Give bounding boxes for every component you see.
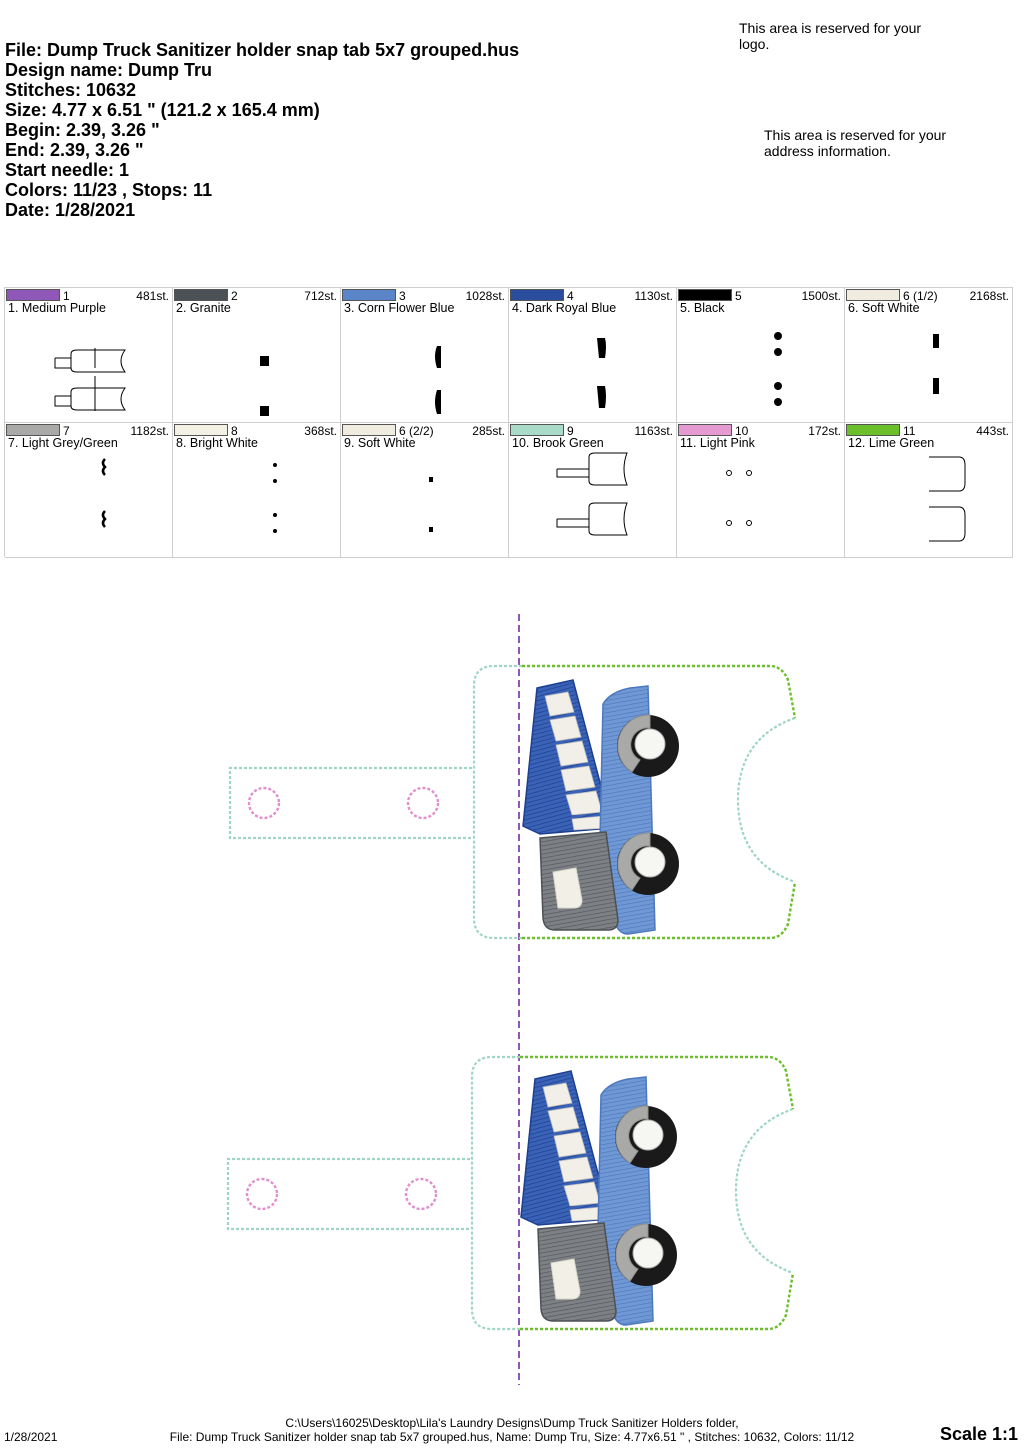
stitch-count: 1182st. [130,424,169,438]
needle-number: 6 (1/2) [903,289,938,303]
color-thumbnail [726,470,752,526]
color-cell: 2 712st. 2. Granite [173,288,341,423]
color-cell: 1 481st. 1. Medium Purple [5,288,173,423]
color-name: 10. Brook Green [512,436,604,450]
color-swatch [678,289,732,301]
color-sequence-grid: 1 481st. 1. Medium Purple 2 712st. 2. Granite… [4,287,1013,558]
color-swatch [510,424,564,436]
color-cell: 10 172st. 11. Light Pink [677,423,845,558]
footer-file-path: C:\Users\16025\Desktop\Lila's Laundry De… [285,1416,739,1430]
needle-number: 2 [231,289,238,303]
stitch-count: Stitches: 10632 [5,80,137,100]
color-name: 1. Medium Purple [8,301,106,315]
color-thumbnail [260,356,269,416]
color-swatch [342,424,396,436]
color-swatch [174,289,228,301]
color-thumbnail [556,452,628,536]
stitch-count: 172st. [808,424,841,438]
color-name: 9. Soft White [344,436,416,450]
color-cell: 4 1130st. 4. Dark Royal Blue [509,288,677,423]
needle-number: 6 (2/2) [399,424,434,438]
color-swatch [174,424,228,436]
scale-label: Scale 1:1 [939,1424,1018,1444]
stitch-count: 712st. [304,289,337,303]
color-name: 3. Corn Flower Blue [344,301,455,315]
color-cell: 11 443st. 12. Lime Green [845,423,1013,558]
design-name: Design name: Dump Tru [5,60,213,80]
stitch-count: 1130st. [634,289,673,303]
color-cell: 8 368st. 8. Bright White [173,423,341,558]
color-name: 7. Light Grey/Green [8,436,118,450]
needle-number: 10 [735,424,749,438]
needle-number: 3 [399,289,406,303]
begin-point: Begin: 2.39, 3.26 " [5,120,160,140]
color-name: 12. Lime Green [848,436,935,450]
stitch-count: 443st. [976,424,1009,438]
needle-number: 4 [567,289,574,303]
footer-design-summary: File: Dump Truck Sanitizer holder snap t… [169,1430,855,1444]
color-cell: 6 (2/2) 285st. 9. Soft White [341,423,509,558]
color-swatch [342,289,396,301]
color-cell: 5 1500st. 5. Black [677,288,845,423]
footer-summary: C:\Users\16025\Desktop\Lila's Laundry De… [0,1416,1024,1444]
file-name: File: Dump Truck Sanitizer holder snap t… [5,40,520,60]
stitch-count: 1163st. [634,424,673,438]
design-info: File: Dump Truck Sanitizer holder snap t… [5,40,519,220]
needle-number: 11 [903,424,916,438]
color-swatch [846,289,900,301]
stitch-count: 1028st. [465,289,505,303]
logo-area-note: This area is reserved for your logo. [739,20,922,52]
start-needle: Start needle: 1 [5,160,130,180]
colors-stops: Colors: 11/23 , Stops: 11 [5,180,213,200]
color-swatch [6,424,60,436]
color-cell: 7 1182st. 7. Light Grey/Green [5,423,173,558]
color-swatch [510,289,564,301]
footer-date: 1/28/2021 [4,1430,58,1444]
color-name: 11. Light Pink [680,436,755,450]
stitch-count: 1500st. [801,289,841,303]
color-thumbnail [933,334,939,394]
stitch-count: 285st. [472,424,505,438]
color-thumbnail [929,456,966,542]
color-swatch [6,289,60,301]
color-thumbnail [101,458,107,528]
design-preview [226,614,797,1385]
color-cell: 3 1028st. 3. Corn Flower Blue [341,288,509,423]
color-name: 2. Granite [176,301,231,315]
color-cell: 6 (1/2) 2168st. 6. Soft White [845,288,1013,423]
color-name: 8. Bright White [176,436,258,450]
color-name: 5. Black [680,301,725,315]
color-name: 4. Dark Royal Blue [512,301,617,315]
color-thumbnail [435,346,441,414]
design-date: Date: 1/28/2021 [5,200,136,220]
end-point: End: 2.39, 3.26 " [5,140,144,160]
needle-number: 5 [735,289,742,303]
needle-number: 7 [63,424,70,438]
color-name: 6. Soft White [848,301,920,315]
needle-number: 1 [63,289,70,303]
color-thumbnail [774,332,782,406]
needle-number: 8 [231,424,238,438]
stitch-count: 481st. [136,289,169,303]
stitch-count: 2168st. [969,289,1009,303]
address-area-note: This area is reserved for your address i… [764,127,947,159]
design-size: Size: 4.77 x 6.51 " (121.2 x 165.4 mm) [5,100,320,120]
color-thumbnail [429,477,433,532]
color-swatch [846,424,900,436]
needle-number: 9 [567,424,574,438]
color-thumbnail [597,338,606,408]
color-thumbnail [54,348,126,411]
color-thumbnail [273,463,277,533]
color-swatch [678,424,732,436]
color-cell: 9 1163st. 10. Brook Green [509,423,677,558]
stitch-count: 368st. [304,424,337,438]
